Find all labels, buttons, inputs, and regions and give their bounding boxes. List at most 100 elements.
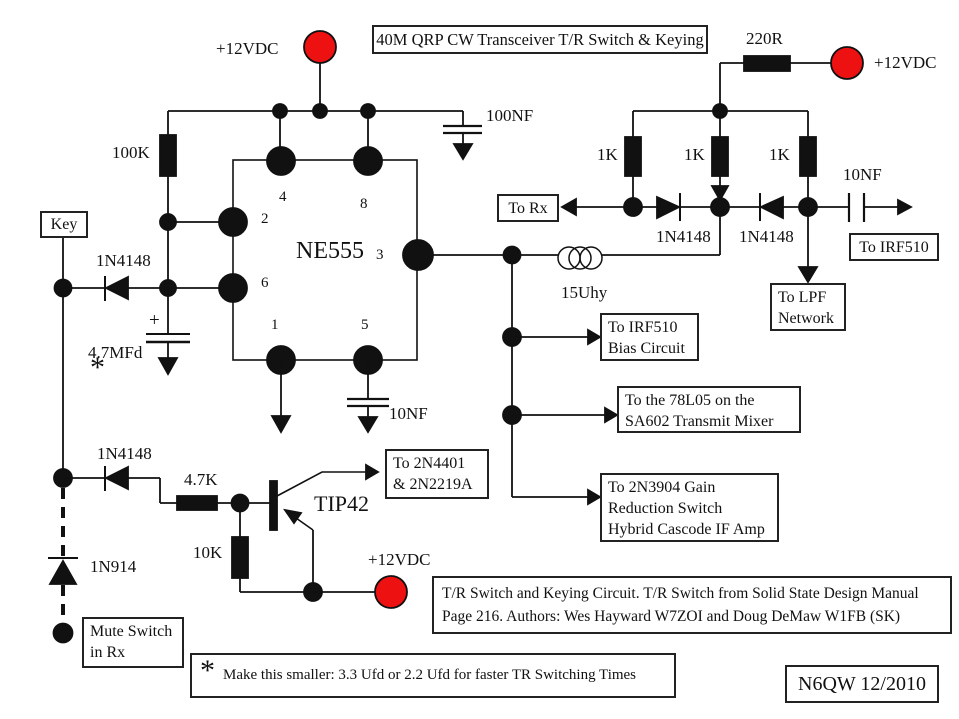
- to-lpf-line1: To LPF: [778, 289, 827, 306]
- resistor-100k: [159, 111, 233, 297]
- ic-pin8-label: 8: [360, 196, 368, 212]
- pin8-dot: [353, 146, 383, 176]
- junction-dot: [710, 197, 730, 217]
- diode-1n4148-left: [758, 195, 784, 220]
- ic-pin4-label: 4: [279, 189, 287, 205]
- mute-switch-line1: Mute Switch: [90, 623, 173, 640]
- ground-arrow: [452, 143, 474, 161]
- resistor-body: [231, 536, 249, 579]
- transistor-collector-lead: [276, 471, 366, 497]
- irf510-bias-line1: To IRF510: [608, 319, 678, 336]
- irf510-bias-box: To IRF510 Bias Circuit: [600, 313, 699, 361]
- arrow-down: [797, 266, 819, 284]
- pin6-dot: [218, 273, 248, 303]
- resistor-body: [176, 495, 218, 511]
- ic-pin6-label: 6: [261, 275, 269, 291]
- to-2n4401-box: To 2N4401 & 2N2219A: [385, 449, 489, 499]
- terminal-dot: [52, 622, 74, 644]
- inductor-coil: [568, 246, 592, 270]
- signature-box: N6QW 12/2010: [785, 665, 939, 703]
- cap-100nf: [443, 111, 482, 161]
- ic-pin3-label: 3: [376, 247, 384, 263]
- arrow-right: [604, 406, 619, 424]
- diode-d4-label: 1N4148: [739, 227, 794, 246]
- to-lpf-line2: Network: [778, 310, 834, 327]
- star-note-text: Make this smaller: 3.3 Ufd or 2.2 Ufd fo…: [223, 667, 637, 683]
- diode-d2-label: 1N4148: [97, 444, 152, 463]
- resistor-1k-label-a: 1K: [597, 145, 618, 164]
- power-feed-top-left: [303, 30, 337, 111]
- signature-text: N6QW 12/2010: [798, 672, 926, 695]
- ic-name-label: NE555: [296, 238, 364, 264]
- ne555-ic: [218, 146, 434, 375]
- resistor-220r-label: 220R: [746, 29, 783, 48]
- to-2n4401-line1: To 2N4401: [393, 455, 466, 472]
- resistor-1k-label-c: 1K: [769, 145, 790, 164]
- arrow-down: [710, 185, 730, 202]
- ground-arrow: [157, 357, 179, 376]
- junction-dot: [312, 103, 328, 119]
- pin1-ground: [270, 360, 292, 434]
- output-chain: [430, 207, 721, 506]
- diode-d5-label: 1N914: [90, 557, 137, 576]
- diode-d1-label: 1N4148: [96, 251, 151, 270]
- pin4-dot: [266, 146, 296, 176]
- power-terminal-red-dot: [830, 46, 864, 80]
- mixer-78l05-line1: To the 78L05 on the: [625, 392, 755, 409]
- cap-polarity-plus: +: [149, 310, 160, 331]
- keying-transistor-branch: [53, 463, 408, 609]
- resistor-100k-label: 100K: [112, 143, 150, 162]
- inductor-coil: [579, 246, 603, 270]
- diode-1n4148-left: [103, 465, 129, 491]
- to-lpf-network-box: To LPF Network: [770, 283, 846, 331]
- to-rx-label: To Rx: [508, 199, 548, 217]
- to-2n4401-line2: & 2N2219A: [393, 476, 473, 493]
- diode-1n4148-left: [103, 275, 129, 301]
- gain-reduction-line1: To 2N3904 Gain: [608, 479, 716, 496]
- cap-10nf-right-label: 10NF: [843, 165, 882, 184]
- top-supply-rail: [168, 103, 463, 155]
- transistor-label: TIP42: [314, 491, 369, 516]
- arrow-right: [897, 198, 913, 216]
- ground-arrow: [270, 415, 292, 434]
- power-terminal-red-dot: [303, 30, 337, 64]
- mute-branch: [48, 488, 78, 644]
- credits-box: T/R Switch and Keying Circuit. T/R Switc…: [432, 576, 952, 634]
- cap-4mfd7-label: 4.7MFd: [88, 343, 143, 362]
- resistor-body: [799, 136, 817, 177]
- title-box: 40M QRP CW Transceiver T/R Switch & Keyi…: [372, 25, 708, 54]
- mixer-78l05-line2: SA602 Transmit Mixer: [625, 413, 774, 430]
- junction-dot: [623, 197, 643, 217]
- transistor-emitter-arrow: [283, 508, 303, 525]
- mixer-78l05-box: To the 78L05 on the SA602 Transmit Mixer: [617, 386, 801, 433]
- mute-switch-line2: in Rx: [90, 644, 126, 661]
- gain-reduction-box: To 2N3904 Gain Reduction Switch Hybrid C…: [600, 473, 779, 542]
- arrow-right: [587, 488, 602, 506]
- resistor-4k7-label: 4.7K: [184, 470, 218, 489]
- cap-star-mark: *: [90, 351, 105, 384]
- asterisk-mark: *: [200, 653, 215, 687]
- ground-arrow: [357, 416, 379, 434]
- mute-switch-box: Mute Switch in Rx: [82, 617, 184, 668]
- resistor-body: [159, 134, 177, 177]
- arrow-right: [365, 463, 380, 481]
- transistor-base-bar: [269, 480, 278, 531]
- to-irf510-label: To IRF510: [859, 238, 929, 256]
- diode-d3-label: 1N4148: [656, 227, 711, 246]
- cap-10nf-left-label: 10NF: [389, 404, 428, 423]
- supply-220r: [712, 46, 864, 119]
- gain-reduction-line3: Hybrid Cascode IF Amp: [608, 521, 765, 538]
- key-box: Key: [40, 211, 88, 238]
- key-branch: [53, 237, 190, 478]
- title-text: 40M QRP CW Transceiver T/R Switch & Keyi…: [376, 30, 704, 49]
- arrow-left: [560, 197, 577, 217]
- pin2-dot: [218, 207, 248, 237]
- cap-100nf-label: 100NF: [486, 106, 534, 125]
- diode-1n914-up: [48, 559, 78, 585]
- ic-pin1-label: 1: [271, 317, 279, 333]
- key-label: Key: [50, 216, 78, 233]
- resistor-10k-label: 10K: [193, 543, 223, 562]
- gain-reduction-line2: Reduction Switch: [608, 500, 723, 517]
